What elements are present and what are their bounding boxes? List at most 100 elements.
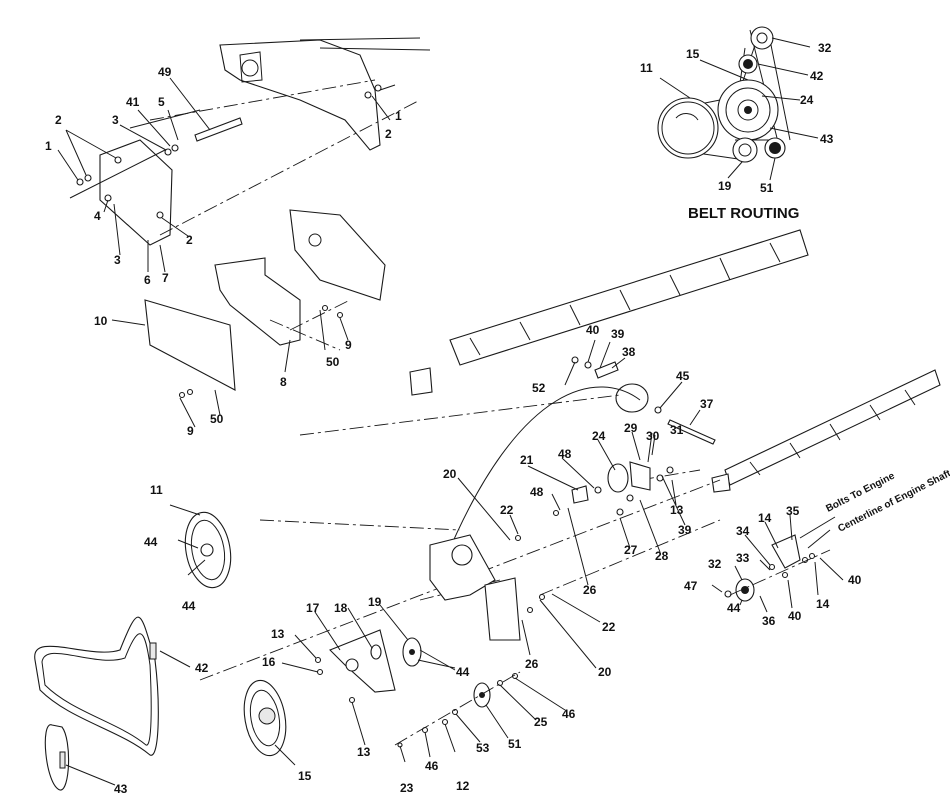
idler-pulley-18: [370, 644, 382, 660]
callout: 20: [443, 467, 457, 481]
callout: 4: [94, 209, 101, 223]
callout: 39: [611, 327, 625, 341]
callout: 6: [144, 273, 151, 287]
main-assembly: [199, 386, 721, 681]
lower-pulley-group: [169, 504, 566, 766]
callout: 9: [187, 424, 194, 438]
inset-callout: 11: [640, 61, 653, 75]
shaft-49: [194, 117, 243, 142]
pulley-24: [607, 463, 629, 493]
auger-bearing-right: [711, 473, 731, 493]
callout: 35: [786, 504, 800, 518]
mounting-plate-left: [429, 534, 496, 601]
spring-assembly: [564, 339, 716, 445]
callout: 1: [395, 109, 402, 123]
rotation-arrow-icon: [675, 113, 699, 121]
auger-tube-upper: [449, 229, 809, 366]
inset-callout: 32: [818, 41, 832, 55]
inset-callout: 42: [810, 69, 824, 83]
upper-leader-lines: [57, 77, 396, 273]
inset-callout: 19: [718, 179, 732, 193]
callout: 2: [55, 113, 62, 127]
callout: 11: [150, 483, 163, 497]
inset-pulley-19: [732, 137, 758, 163]
callout: 8: [280, 375, 287, 389]
callout: 3: [114, 253, 121, 267]
callout: 1: [45, 139, 52, 153]
callout: 16: [262, 655, 276, 669]
callout: 9: [345, 338, 352, 352]
callout-labels: 1 2 2 1 49 41 5 3 4 3 6 7 2 10 8 50 9 9 …: [45, 65, 862, 796]
callout: 46: [425, 759, 439, 773]
callout: 13: [670, 503, 684, 517]
rear-bracket-plate: [289, 209, 386, 301]
inset-title: BELT ROUTING: [688, 205, 799, 222]
callout: 36: [762, 614, 776, 628]
idler-arm-17: [329, 629, 396, 693]
callout: 49: [158, 65, 172, 79]
callout: 44: [144, 535, 158, 549]
callout: 18: [334, 601, 348, 615]
callout: 13: [357, 745, 371, 759]
callout: 22: [602, 620, 616, 634]
callout: 25: [534, 715, 548, 729]
callout: 48: [558, 447, 572, 461]
callout: 40: [848, 573, 862, 587]
callout: 20: [598, 665, 612, 679]
callout: 33: [736, 551, 750, 565]
callout: 44: [456, 665, 470, 679]
callout: 15: [298, 769, 312, 783]
engine-frame-housing: [219, 39, 381, 151]
callout: 2: [385, 127, 392, 141]
callout: 40: [788, 609, 802, 623]
inset-pulley-11: [657, 97, 719, 159]
callout: 44: [182, 599, 196, 613]
callout: 13: [271, 627, 285, 641]
callout: 50: [210, 412, 224, 426]
engine-bracket-group: Bolts To Engine Centerline of Engine Sha…: [711, 468, 950, 613]
callout: 52: [532, 381, 546, 395]
arm-30: [629, 461, 651, 491]
engine-note-leaders: [799, 516, 836, 549]
inset-callout: 43: [820, 132, 834, 146]
callout: 10: [94, 314, 108, 328]
upper-housing-group: [57, 37, 431, 273]
callout: 37: [700, 397, 714, 411]
callout: 53: [476, 741, 490, 755]
callout: 31: [670, 423, 684, 437]
cover-plate-7: [99, 139, 173, 246]
callout: 34: [736, 524, 750, 538]
callout: 27: [624, 543, 638, 557]
support-bracket-8: [214, 257, 301, 346]
callout: 50: [326, 355, 340, 369]
callout: 2: [186, 233, 193, 247]
callout: 26: [583, 583, 597, 597]
callout: 39: [678, 523, 692, 537]
callout: 21: [520, 453, 534, 467]
inset-callout: 24: [800, 93, 814, 107]
belt-routing-inset: 32 42 24 43 51 19 15 11 BELT ROUTING: [640, 26, 834, 222]
callout: 24: [592, 429, 606, 443]
bracket-21: [571, 485, 589, 504]
callout: 42: [195, 661, 209, 675]
bracket-35: [771, 534, 801, 569]
inset-leader-lines: [659, 37, 819, 181]
callout: 12: [456, 779, 470, 793]
belt-43: [44, 724, 70, 791]
callout: 22: [500, 503, 514, 517]
callout: 14: [758, 511, 772, 525]
auger-group: [409, 229, 941, 493]
inset-callout: 15: [686, 47, 700, 61]
callout: 19: [368, 595, 382, 609]
callout: 41: [126, 95, 140, 109]
side-panel-10: [144, 299, 236, 391]
callout: 17: [306, 601, 320, 615]
tension-arm-hub: [615, 383, 649, 413]
callout: 23: [400, 781, 414, 795]
callout: 14: [816, 597, 830, 611]
callout: 43: [114, 782, 128, 796]
callout: 44: [727, 601, 741, 615]
spring-38: [594, 361, 619, 379]
callout: 32: [708, 557, 722, 571]
